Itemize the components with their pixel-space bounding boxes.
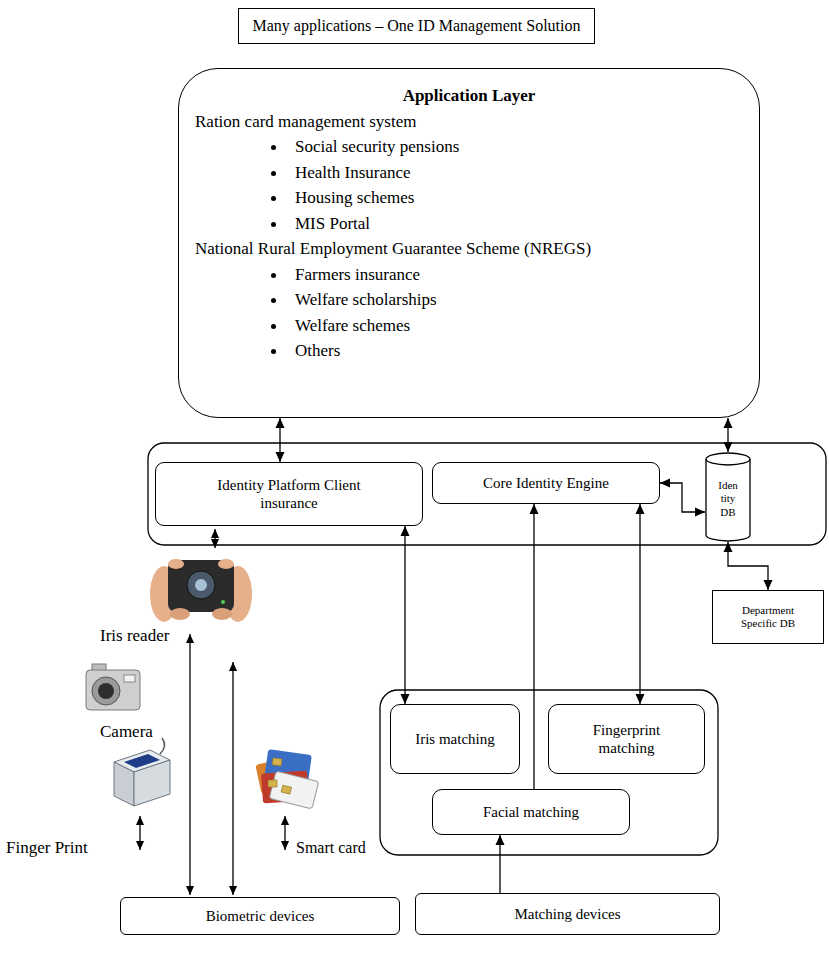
connector	[724, 418, 733, 452]
bullet-dot	[271, 324, 276, 329]
fingerprint-scanner-picture	[114, 738, 170, 806]
box-label: Fingerprint matching	[582, 721, 672, 757]
connector	[636, 504, 645, 704]
connector-line	[728, 542, 768, 590]
connector	[724, 542, 773, 590]
box-label: Department Specific DB	[735, 604, 801, 630]
arrowhead	[695, 508, 705, 517]
bullet-dot	[271, 349, 276, 354]
arrowhead	[530, 504, 539, 514]
matching-box: Fingerprint matching	[548, 704, 705, 774]
device-box: Matching devices	[415, 893, 720, 935]
arrowhead	[276, 452, 285, 462]
list-item: MIS Portal	[195, 211, 743, 237]
arrowhead	[764, 580, 773, 590]
bullet-dot	[271, 145, 276, 150]
arrowhead	[636, 694, 645, 704]
connector	[276, 418, 285, 462]
matching-box: Facial matching	[432, 789, 630, 835]
arrowhead	[401, 526, 410, 536]
database-cylinder: Iden tity DB	[705, 452, 751, 542]
device-caption: Smart card	[296, 838, 366, 857]
bullet-dot	[271, 171, 276, 176]
title-box: Many applications – One ID Management So…	[238, 8, 595, 44]
device-link-arrows	[140, 529, 285, 895]
list-item: Others	[195, 338, 743, 364]
box-label: Matching devices	[514, 905, 620, 923]
device-caption: Iris reader	[100, 626, 169, 646]
connector-line	[660, 483, 705, 512]
list-item: Health Insurance	[195, 160, 743, 186]
arrowhead	[724, 418, 733, 428]
group-heading: Ration card management system	[195, 109, 743, 135]
process-box: Core Identity Engine	[432, 462, 660, 504]
bullet-dot	[271, 298, 276, 303]
connector-line	[533, 504, 534, 789]
box-label: Identity Platform Client insurance	[199, 476, 379, 512]
box-label: Many applications – One ID Management So…	[253, 16, 581, 35]
matching-group	[380, 690, 718, 855]
arrowhead	[276, 418, 285, 428]
connector	[660, 479, 705, 517]
device-caption: Finger Print	[6, 838, 88, 858]
layer-box: Application LayerRation card management …	[178, 68, 760, 418]
group-heading: National Rural Employment Guarantee Sche…	[195, 236, 743, 262]
camera-picture	[86, 664, 140, 710]
bullet-dot	[271, 273, 276, 278]
matching-box: Iris matching	[390, 704, 520, 774]
connector-line	[404, 526, 405, 704]
list-item: Social security pensions	[195, 134, 743, 160]
connector	[401, 526, 410, 704]
iris-reader-picture	[150, 559, 252, 622]
arrowhead	[660, 479, 670, 488]
layer-heading: Application Layer	[195, 83, 743, 109]
connector	[496, 835, 505, 893]
connector	[530, 504, 539, 789]
box-label: Core Identity Engine	[483, 474, 609, 492]
smart-card-picture	[255, 749, 318, 809]
list-item: Farmers insurance	[195, 262, 743, 288]
box-label: Iden tity DB	[714, 479, 742, 519]
arrowhead	[496, 835, 505, 845]
arrowhead	[724, 442, 733, 452]
list-item: Welfare scholarships	[195, 287, 743, 313]
device-box: Biometric devices	[120, 897, 400, 935]
database-box: Department Specific DB	[712, 590, 824, 644]
arrowhead	[636, 504, 645, 514]
box-label: Biometric devices	[206, 907, 315, 925]
box-label: Iris matching	[415, 730, 495, 748]
process-box: Identity Platform Client insurance	[155, 462, 423, 526]
list-item: Housing schemes	[195, 185, 743, 211]
list-item: Welfare schemes	[195, 313, 743, 339]
arrowhead	[401, 694, 410, 704]
bullet-dot	[271, 196, 276, 201]
connector-line	[639, 504, 640, 704]
bullet-dot	[271, 222, 276, 227]
arrowhead	[724, 542, 733, 552]
device-caption: Camera	[100, 722, 153, 742]
platform-band	[148, 443, 826, 545]
box-label: Facial matching	[483, 803, 579, 821]
